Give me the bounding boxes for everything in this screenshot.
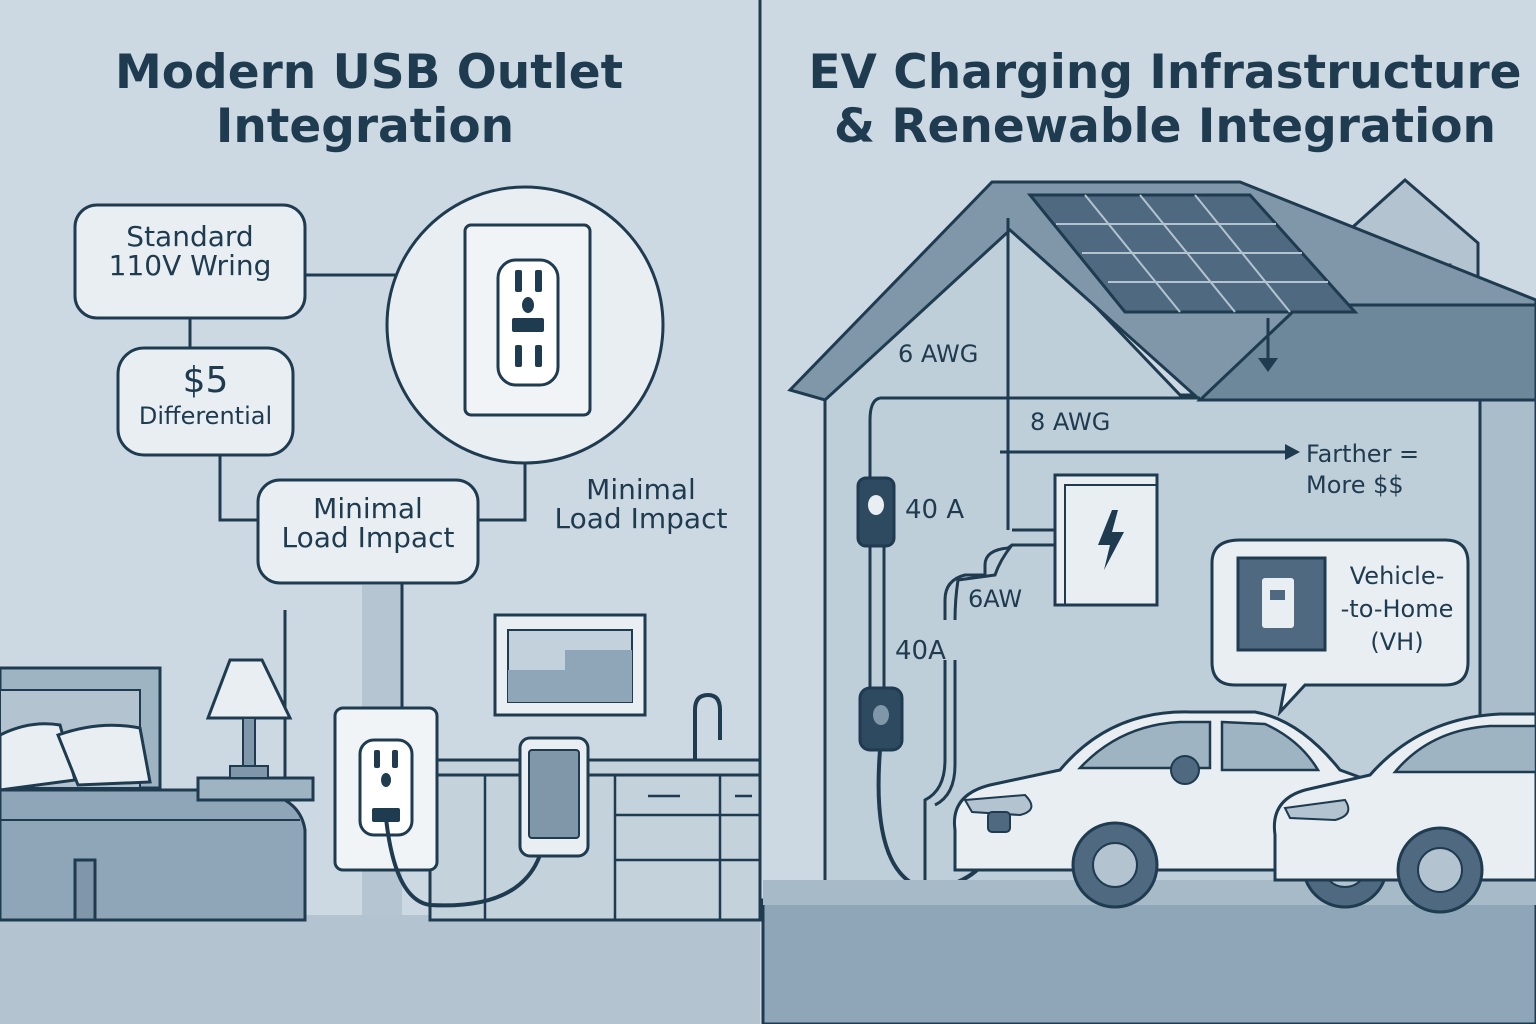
minimal-load-text-line2: Load Impact bbox=[554, 502, 728, 536]
minimal-load-box-line2: Load Impact bbox=[281, 521, 455, 555]
left-floor bbox=[0, 915, 760, 1024]
left-connectors bbox=[188, 273, 527, 780]
differential-amount: $5 bbox=[182, 360, 229, 401]
pillow bbox=[56, 723, 152, 787]
right-title: EV Charging Infrastructure & Renewable I… bbox=[805, 46, 1525, 154]
differential-box bbox=[116, 346, 295, 457]
breaker-40a-bottom-label: 40A bbox=[895, 636, 946, 666]
wire-6aw-label: 6AW bbox=[968, 585, 1023, 613]
arrow-down-icon bbox=[1258, 358, 1278, 372]
breaker-40a-top-label: 40 A bbox=[905, 495, 965, 525]
minimal-load-box-line1: Minimal bbox=[313, 492, 423, 525]
minimal-load-box-label: Minimal Load Impact bbox=[258, 494, 478, 553]
wire-6awg-label: 6 AWG bbox=[898, 340, 979, 368]
farther-line1: Farther = bbox=[1306, 440, 1420, 468]
standard-wiring-label: Standard 110V Wring bbox=[75, 222, 305, 281]
v2h-line3: (VH) bbox=[1370, 628, 1424, 657]
wire-8awg-label: 8 AWG bbox=[1030, 408, 1111, 436]
farther-line2: More $$ bbox=[1306, 471, 1404, 500]
right-title-line1: EV Charging Infrastructure bbox=[808, 45, 1522, 100]
farther-more-label: Farther = More $$ bbox=[1306, 440, 1420, 500]
nightstand bbox=[196, 776, 315, 802]
differential-text: Differential bbox=[138, 401, 273, 430]
arrow-right-icon bbox=[1285, 444, 1300, 460]
charging-plug-icon bbox=[987, 811, 1011, 833]
lamp-icon bbox=[205, 658, 293, 720]
standard-wiring-line2: 110V Wring bbox=[108, 249, 272, 283]
minimal-load-box bbox=[256, 478, 480, 585]
v2h-line1: Vehicle- bbox=[1349, 562, 1445, 590]
driveway bbox=[761, 898, 1536, 1024]
differential-label: $5 Differential bbox=[118, 362, 293, 429]
left-title-line2: Integration bbox=[215, 99, 515, 154]
standard-wiring-box bbox=[73, 203, 307, 320]
right-title-line2: & Renewable Integration bbox=[833, 99, 1497, 154]
left-title: Modern USB Outlet Integration bbox=[115, 45, 624, 154]
electric-car-icon bbox=[1272, 712, 1536, 914]
minimal-load-text-line1: Minimal bbox=[586, 473, 696, 506]
zoom-outlet-slots-icon bbox=[512, 270, 544, 367]
kitchen-cabinets bbox=[428, 758, 762, 922]
lightning-icon bbox=[1098, 510, 1124, 570]
v2h-line2: -to-Home bbox=[1340, 595, 1454, 624]
faucet-icon bbox=[693, 692, 722, 760]
minimal-load-text: Minimal Load Impact bbox=[535, 475, 747, 534]
standard-wiring-line1: Standard bbox=[126, 220, 254, 253]
bed-blanket bbox=[0, 788, 307, 922]
left-title-line1: Modern USB Outlet bbox=[115, 45, 624, 100]
v2h-label: Vehicle- -to-Home (VH) bbox=[1332, 562, 1462, 657]
usb-cable bbox=[384, 817, 542, 908]
